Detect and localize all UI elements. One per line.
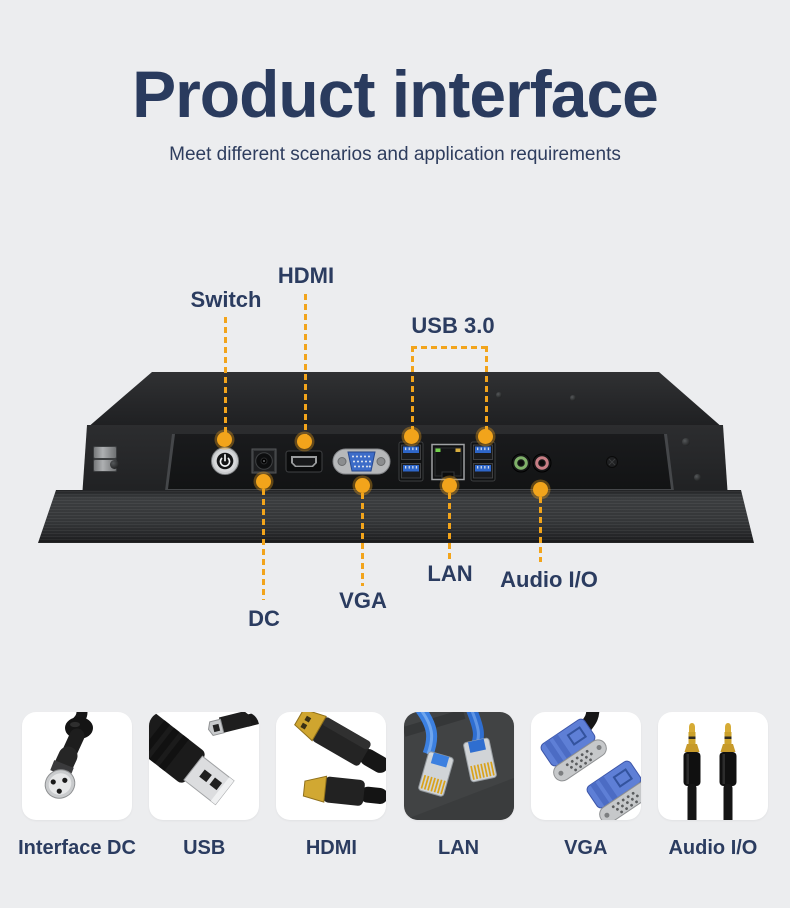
callout-label-hdmi: HDMI <box>277 263 335 288</box>
screw <box>110 460 119 469</box>
gallery-label-audio: Audio I/O <box>668 837 758 859</box>
callout-label-vga: VGA <box>339 588 387 613</box>
gallery-item-vga: VGA <box>530 712 641 860</box>
callout-label-switch: Switch <box>190 287 262 312</box>
dc-connector-icon <box>44 712 93 799</box>
screw <box>570 395 576 401</box>
hdmi-connector-photo <box>276 712 387 820</box>
gallery-label-vga: VGA <box>564 837 608 859</box>
gallery-item-dc: Interface DC <box>18 712 136 860</box>
lan-port <box>431 443 465 481</box>
usb-connector-photo <box>149 712 260 820</box>
audio-jack-pink <box>532 453 552 473</box>
gallery-item-hdmi: HDMI <box>276 712 387 860</box>
vga-connector-icon <box>534 712 641 820</box>
anchor-dot-lan <box>442 478 457 493</box>
leader-line-audio <box>539 497 542 562</box>
usb-connector-icon <box>149 712 260 806</box>
usb3-ports-right <box>470 441 496 482</box>
gallery-label-usb: USB <box>183 837 226 859</box>
gallery-item-usb: USB <box>149 712 260 860</box>
connector-gallery: Interface DC <box>0 712 790 860</box>
gallery-label-dc: Interface DC <box>18 837 136 859</box>
audio-connector-icon <box>683 723 737 820</box>
page-title: Product interface <box>132 57 659 131</box>
callout-label-usb30: USB 3.0 <box>411 313 495 338</box>
power-button <box>211 447 239 475</box>
audio-jack-green <box>511 453 531 473</box>
leader-line-usb-right <box>485 346 488 430</box>
lan-connector-icon <box>403 712 514 820</box>
page-subtitle: Meet different scenarios and application… <box>169 144 621 165</box>
audio-connector-photo <box>657 712 768 820</box>
leader-line-usb-bracket <box>411 346 488 349</box>
monitor-top-cover <box>87 372 723 428</box>
lan-connector-photo <box>403 712 514 820</box>
dc-connector-photo <box>22 712 132 820</box>
callout-label-dc: DC <box>248 606 280 631</box>
hdmi-connector-icon <box>294 712 387 806</box>
vga-port <box>332 448 391 475</box>
anchor-dot-usb-left <box>404 429 419 444</box>
usb3-ports-left <box>398 441 424 482</box>
gallery-label-hdmi: HDMI <box>305 837 357 859</box>
leader-line-hdmi <box>304 294 307 436</box>
io-ports <box>211 441 618 482</box>
gallery-item-audio: Audio I/O <box>657 712 768 860</box>
anchor-dot-switch <box>217 432 232 447</box>
screw <box>682 438 690 446</box>
callout-label-lan: LAN <box>427 561 473 586</box>
anchor-dot-dc <box>256 474 271 489</box>
gallery-label-lan: LAN <box>438 837 480 859</box>
monitor-rear-panel <box>38 370 754 545</box>
anchor-dot-vga <box>355 478 370 493</box>
monitor-front-bezel <box>38 490 754 543</box>
dc-jack <box>251 448 277 474</box>
antenna-connector <box>93 446 117 459</box>
anchor-dot-audio <box>533 482 548 497</box>
leader-line-dc <box>262 489 265 600</box>
hdmi-port <box>285 450 323 473</box>
screw <box>496 392 502 398</box>
screw <box>694 474 701 481</box>
callout-label-audio: Audio I/O <box>500 567 598 592</box>
leader-line-switch <box>224 317 227 434</box>
vga-connector-photo <box>530 712 641 820</box>
gallery-item-lan: LAN <box>403 712 514 860</box>
anchor-dot-hdmi <box>297 434 312 449</box>
leader-line-lan <box>448 493 451 559</box>
anchor-dot-usb-right <box>478 429 493 444</box>
leader-line-usb-left <box>411 346 414 430</box>
recess-screw <box>606 456 618 468</box>
leader-line-vga <box>361 493 364 586</box>
